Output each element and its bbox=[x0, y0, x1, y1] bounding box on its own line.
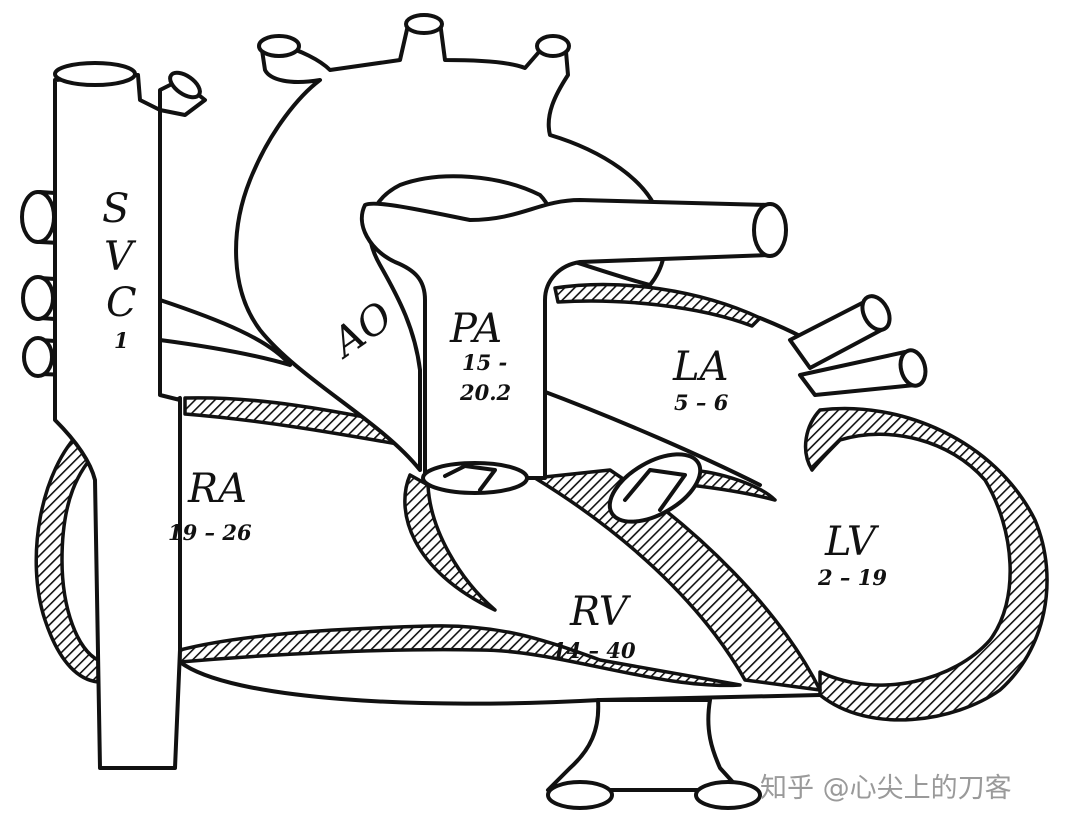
mitral-valve-cusps bbox=[623, 468, 687, 512]
pulmonary-valve bbox=[421, 461, 529, 495]
pulmonary-vein-left-2-opening bbox=[21, 275, 55, 321]
pulmonary-artery bbox=[359, 198, 788, 495]
lv-pressure-value: 2 – 19 bbox=[817, 565, 887, 590]
septum-wall bbox=[533, 468, 822, 692]
la-pressure-value: 5 – 6 bbox=[674, 390, 729, 415]
aortic-branch-3 bbox=[535, 34, 571, 58]
ivc-opening-right bbox=[694, 780, 762, 810]
pulmonary-valve-cusps bbox=[443, 464, 497, 492]
pulmonary-vein-right-2-opening bbox=[898, 348, 928, 388]
mitral-leaflet bbox=[688, 468, 777, 502]
pulmonary-veins-right bbox=[788, 294, 928, 397]
ra-label: RA bbox=[187, 466, 247, 512]
pulmonary-vein-left-1-opening bbox=[20, 190, 56, 244]
pulmonary-artery-right-opening bbox=[752, 202, 788, 258]
lv-label: LV bbox=[824, 519, 880, 565]
aortic-arch bbox=[234, 20, 667, 472]
labels: S V C 1 AO PA 15 - 20.2 LA 5 – 6 RA 19 –… bbox=[102, 186, 887, 663]
pa-label: PA bbox=[449, 306, 502, 352]
rv-label: RV bbox=[569, 589, 632, 635]
left-ventricle-wall bbox=[803, 406, 1049, 722]
superior-vena-cava bbox=[53, 61, 207, 770]
svc-pressure-value: 1 bbox=[114, 328, 129, 353]
aorta bbox=[234, 13, 667, 472]
pulmonary-vein-right-1-opening bbox=[860, 294, 892, 332]
aorta-to-la-line bbox=[538, 388, 762, 487]
pa-pressure-value-2: 20.2 bbox=[459, 380, 511, 405]
la-label: LA bbox=[672, 344, 728, 390]
svc-label-s: S bbox=[102, 186, 129, 232]
ivc-body bbox=[546, 698, 742, 792]
rv-pressure-value: 14 – 40 bbox=[552, 638, 636, 663]
svc-body bbox=[53, 73, 207, 770]
svc-opening bbox=[53, 61, 137, 87]
tricuspid-leaflet bbox=[403, 473, 497, 612]
left-atrium-roof bbox=[553, 282, 762, 328]
watermark: 知乎 @心尖上的刀客 bbox=[760, 773, 1012, 804]
ivc-opening-left bbox=[546, 780, 614, 810]
pulmonary-vein-lines bbox=[158, 298, 292, 367]
inferior-vena-cava bbox=[546, 698, 762, 810]
pulmonary-vein-left-3-opening bbox=[22, 336, 54, 378]
mitral-valve bbox=[607, 452, 703, 524]
pa-pressure-value-1: 15 - bbox=[462, 350, 507, 375]
azygos-vein-opening bbox=[168, 70, 202, 100]
right-ventricle-floor bbox=[178, 624, 742, 688]
ra-pressure-value: 19 – 26 bbox=[168, 520, 252, 545]
svc-label-c: C bbox=[106, 280, 137, 326]
pulmonary-trunk bbox=[359, 198, 772, 480]
heart-walls bbox=[34, 282, 1049, 722]
aortic-branch-1 bbox=[257, 34, 301, 58]
aortic-branch-2 bbox=[404, 13, 444, 35]
svc-label-v: V bbox=[104, 234, 137, 280]
